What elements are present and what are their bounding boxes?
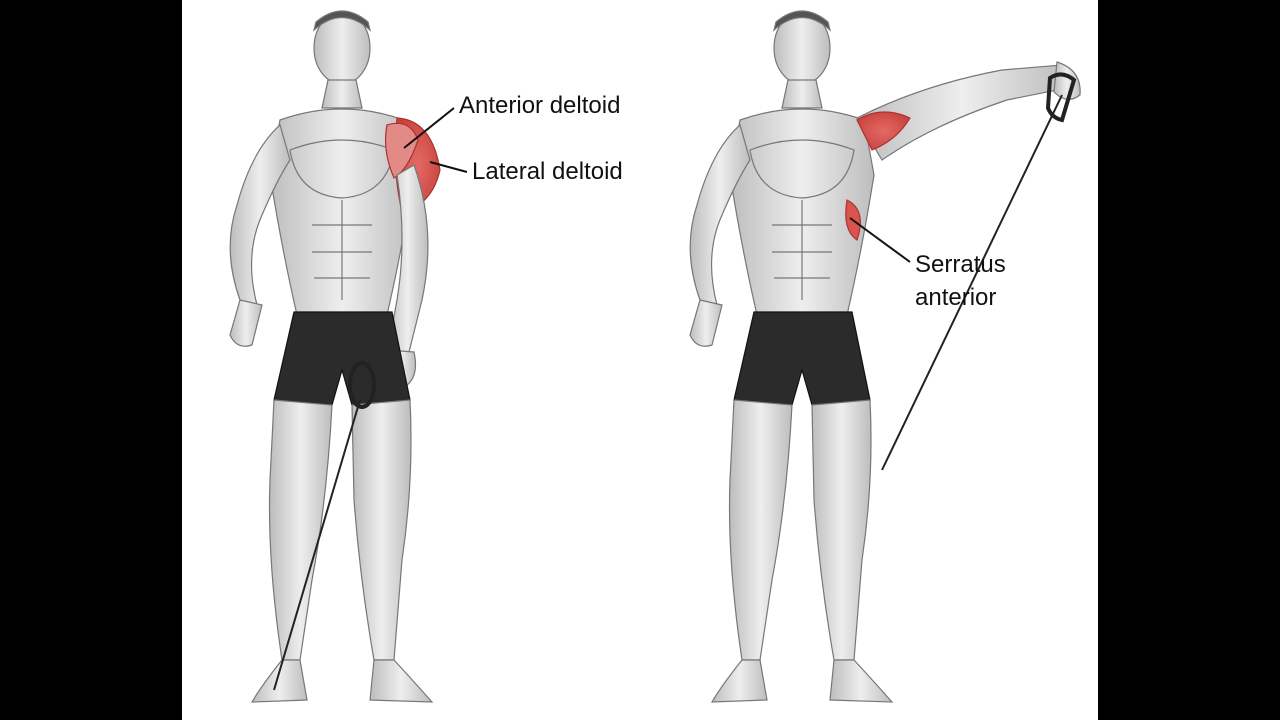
right-foot	[829, 659, 894, 703]
right-leg	[351, 399, 412, 661]
right-foot	[369, 659, 434, 703]
hair	[312, 10, 372, 32]
left-leg	[268, 399, 333, 661]
anterior-deltoid-highlight	[384, 122, 419, 179]
hair	[772, 10, 832, 32]
lateral-deltoid-leader	[429, 161, 468, 173]
neck	[781, 79, 823, 109]
lateral-deltoid-label: Lateral deltoid	[472, 158, 623, 185]
chest-lines	[289, 139, 395, 199]
serratus-anterior-label-line2: anterior	[915, 284, 997, 311]
raised-hand	[1053, 61, 1081, 100]
chest-lines	[749, 139, 855, 199]
right-leg	[811, 399, 872, 661]
neck	[321, 79, 363, 109]
abs-lines	[312, 200, 372, 300]
cable-handle-1	[348, 361, 376, 409]
shoulder-highlight	[856, 111, 911, 151]
left-foot	[710, 659, 768, 703]
figure-start-position	[229, 10, 441, 703]
left-foot	[250, 659, 308, 703]
figure-raised-position	[689, 10, 1081, 703]
serratus-anterior-label-line1: Serratus	[915, 251, 1006, 278]
shorts	[733, 311, 871, 406]
abs-lines	[772, 200, 832, 300]
anatomy-illustration	[229, 10, 1081, 703]
anterior-deltoid-leader	[403, 107, 455, 149]
cable-line-2	[881, 94, 1063, 471]
cable-line-1	[273, 399, 361, 691]
illustration-panel: Anterior deltoid Lateral deltoid Serratu…	[182, 0, 1098, 720]
cable-handle-2	[1045, 72, 1077, 123]
left-hand	[689, 299, 723, 347]
shorts	[273, 311, 411, 406]
left-leg	[728, 399, 793, 661]
left-hand	[229, 299, 263, 347]
anterior-deltoid-label: Anterior deltoid	[459, 92, 621, 119]
serratus-anterior-leader	[849, 217, 911, 263]
